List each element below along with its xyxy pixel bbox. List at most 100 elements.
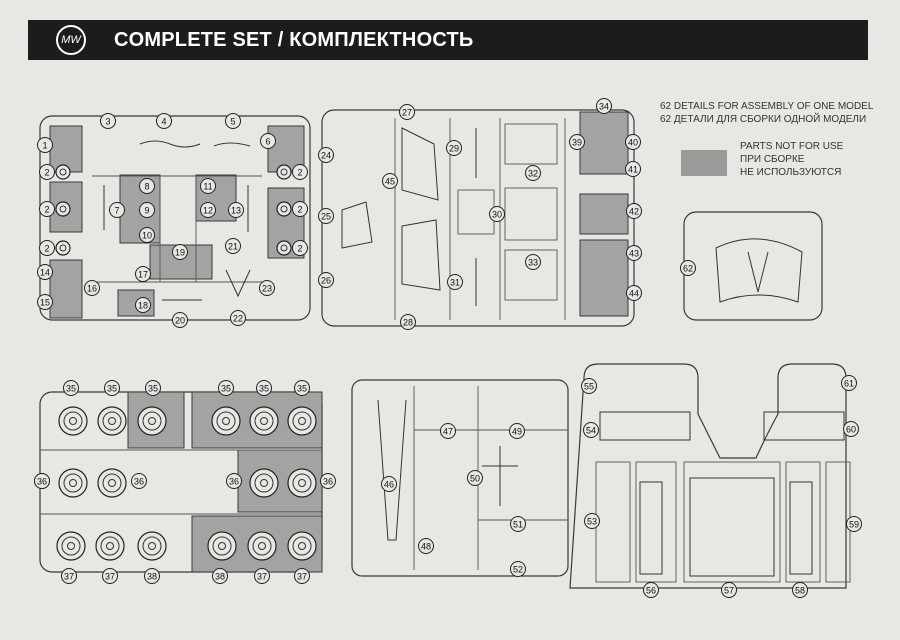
part-label: 5 (225, 113, 241, 129)
part-label-number: 17 (138, 270, 148, 280)
part-label-number: 2 (44, 168, 49, 178)
part-label: 44 (626, 285, 642, 301)
part-label-number: 32 (528, 169, 538, 179)
part-label: 60 (843, 421, 859, 437)
part-label-number: 2 (297, 205, 302, 215)
sprue-f (569, 363, 851, 589)
part-label-number: 38 (147, 572, 157, 582)
part-label: 2 (39, 240, 55, 256)
part-label: 53 (584, 513, 600, 529)
part-label: 36 (34, 473, 50, 489)
wheel-parts (55, 164, 317, 561)
part-label-number: 58 (795, 586, 805, 596)
part-label-number: 60 (846, 425, 856, 435)
part-label: 14 (37, 264, 53, 280)
page-title: COMPLETE SET / КОМПЛЕКТНОСТЬ (114, 28, 474, 51)
wheel-part (97, 406, 127, 436)
part-label: 33 (525, 254, 541, 270)
wheel-part (97, 468, 127, 498)
part-label: 41 (625, 161, 641, 177)
part-label: 1 (37, 137, 53, 153)
part-label-number: 26 (321, 276, 331, 286)
part-label-number: 36 (37, 477, 47, 487)
part-label: 2 (39, 164, 55, 180)
part-label: 29 (446, 140, 462, 156)
part-label-number: 35 (66, 384, 76, 394)
part-label: 43 (626, 245, 642, 261)
part-label-number: 2 (297, 244, 302, 254)
part-label-number: 7 (114, 206, 119, 216)
part-label: 62 (680, 260, 696, 276)
part-label-number: 2 (44, 244, 49, 254)
part-label: 35 (218, 380, 234, 396)
part-label: 9 (139, 202, 155, 218)
part-label: 52 (510, 561, 526, 577)
part-label: 47 (440, 423, 456, 439)
part-label-number: 16 (87, 284, 97, 294)
sprue-b (321, 109, 635, 327)
part-label: 24 (318, 147, 334, 163)
part-label: 54 (583, 422, 599, 438)
part-label-number: 31 (450, 278, 460, 288)
legend-text: PARTS NOT FOR USE ПРИ СБОРКЕ НЕ ИСПОЛЬЗУ… (740, 140, 843, 179)
part-label: 12 (200, 202, 216, 218)
part-label-number: 37 (64, 572, 74, 582)
part-label-number: 2 (44, 205, 49, 215)
part-label: 10 (139, 227, 155, 243)
wheel-part (287, 406, 317, 436)
part-label: 8 (139, 178, 155, 194)
washer-part (276, 240, 292, 256)
part-label-number: 23 (262, 284, 272, 294)
part-label: 46 (381, 476, 397, 492)
parts-count-ru: 62 ДЕТАЛИ ДЛЯ СБОРКИ ОДНОЙ МОДЕЛИ (660, 114, 867, 125)
part-label-number: 28 (403, 318, 413, 328)
parts-count-en: 62 DETAILS FOR ASSEMBLY OF ONE MODEL (660, 101, 874, 112)
part-label-number: 36 (323, 477, 333, 487)
part-label: 26 (318, 272, 334, 288)
part-label-number: 36 (134, 477, 144, 487)
part-label-number: 51 (513, 520, 523, 530)
part-label: 35 (145, 380, 161, 396)
part-label: 39 (569, 134, 585, 150)
part-label: 15 (37, 294, 53, 310)
part-label-number: 15 (40, 298, 50, 308)
part-label-number: 20 (175, 316, 185, 326)
part-label: 19 (172, 244, 188, 260)
part-label-number: 62 (683, 264, 693, 274)
part-label: 37 (294, 568, 310, 584)
part-label: 38 (144, 568, 160, 584)
part-label-number: 40 (628, 138, 638, 148)
part-label: 37 (102, 568, 118, 584)
part-label-number: 19 (175, 248, 185, 258)
wheel-part (207, 531, 237, 561)
part-label: 30 (489, 206, 505, 222)
washer-part (276, 164, 292, 180)
part-label: 32 (525, 165, 541, 181)
part-label: 61 (841, 375, 857, 391)
wheel-part (58, 468, 88, 498)
part-label: 34 (596, 98, 612, 114)
part-label: 28 (400, 314, 416, 330)
legend-line-3: НЕ ИСПОЛЬЗУЮТСЯ (740, 167, 842, 178)
part-label: 58 (792, 582, 808, 598)
part-label-number: 35 (107, 384, 117, 394)
part-label: 22 (230, 310, 246, 326)
part-label-number: 21 (228, 242, 238, 252)
washer-part (276, 201, 292, 217)
part-label-number: 14 (40, 268, 50, 278)
wheel-part (56, 531, 86, 561)
wheel-part (137, 531, 167, 561)
part-label-number: 35 (259, 384, 269, 394)
part-label: 35 (63, 380, 79, 396)
part-label-number: 24 (321, 151, 331, 161)
part-label-number: 36 (229, 477, 239, 487)
wheel-part (249, 406, 279, 436)
parts-count-info: 62 DETAILS FOR ASSEMBLY OF ONE MODEL 62 … (660, 100, 873, 126)
brand-logo: MW (56, 25, 86, 55)
part-label: 35 (256, 380, 272, 396)
part-label: 51 (510, 516, 526, 532)
part-label-number: 41 (628, 165, 638, 175)
part-label: 16 (84, 280, 100, 296)
part-label: 18 (135, 297, 151, 313)
